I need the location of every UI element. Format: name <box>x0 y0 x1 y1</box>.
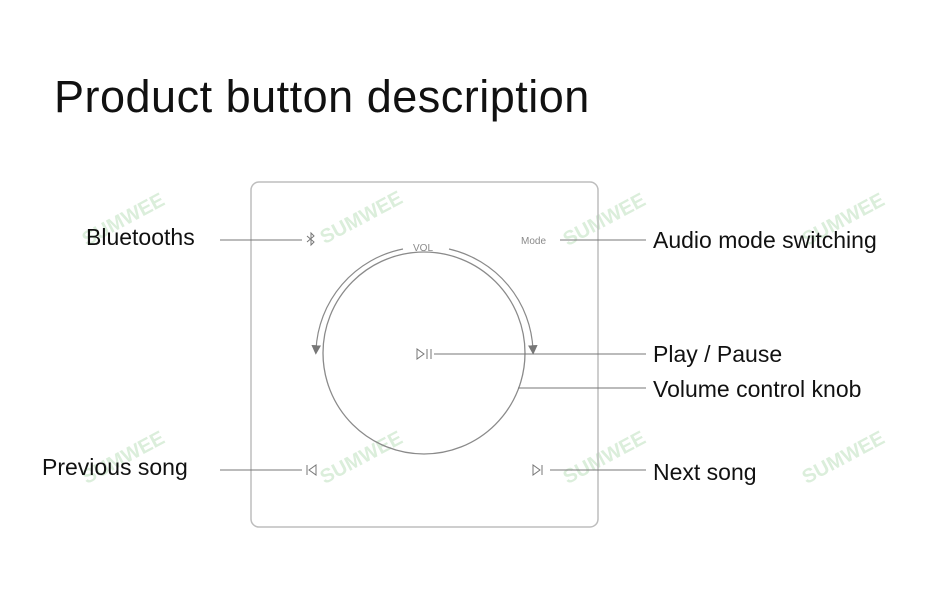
volume-knob[interactable] <box>322 251 526 455</box>
vol-label: VOL <box>413 243 433 254</box>
callout-previous: Previous song <box>42 454 188 480</box>
volume-down-arc <box>311 248 404 355</box>
callout-play-pause: Play / Pause <box>653 341 783 367</box>
mode-label[interactable]: Mode <box>521 236 546 247</box>
next-track-icon[interactable] <box>532 464 543 476</box>
volume-up-arc <box>448 248 538 355</box>
previous-track-icon[interactable] <box>306 464 317 476</box>
callout-bluetooth: Bluetooths <box>86 224 195 250</box>
play-pause-icon[interactable] <box>416 348 432 360</box>
callout-next: Next song <box>653 459 757 485</box>
bluetooth-icon[interactable] <box>306 231 315 247</box>
callout-volume-knob: Volume control knob <box>653 376 862 402</box>
callout-audio-mode: Audio mode switching <box>653 227 877 253</box>
page-title: Product button description <box>54 71 590 122</box>
